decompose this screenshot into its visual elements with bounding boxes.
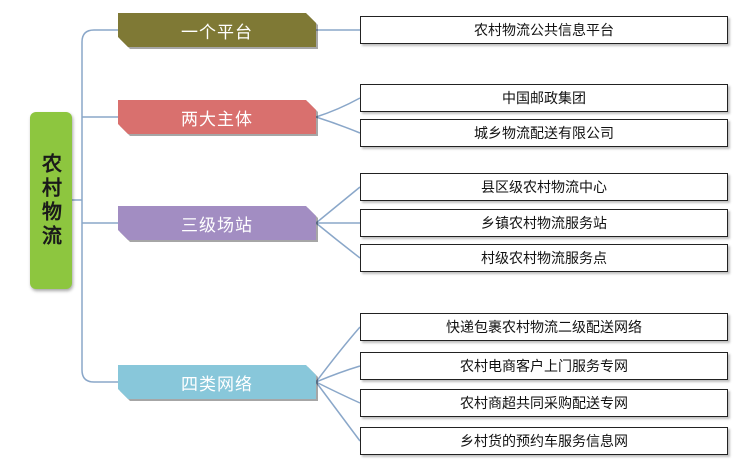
leaf-label: 快递包裹农村物流二级配送网络 [446,320,642,336]
category-node-platform: 一个平台 [118,13,316,47]
leaf-label: 县区级农村物流中心 [481,180,607,196]
category-node-networks: 四类网络 [118,365,316,399]
link-leaf-1-1 [315,116,361,134]
link-leaf-3-2 [315,381,361,404]
leaf-label: 乡村货的预约车服务信息网 [460,434,628,450]
leaf-node: 中国邮政集团 [360,84,728,112]
link-leaf-2-0 [315,186,361,224]
leaf-node: 农村电商客户上门服务专网 [360,352,728,380]
link-leaf-2-2 [315,222,361,259]
leaf-label: 农村商超共同采购配送专网 [460,396,628,412]
leaf-label: 村级农村物流服务点 [481,251,607,267]
leaf-label: 乡镇农村物流服务站 [481,216,607,232]
leaf-node: 快递包裹农村物流二级配送网络 [360,313,728,341]
link-leaf-1-0 [315,97,361,118]
leaf-node: 乡镇农村物流服务站 [360,209,728,237]
category-label: 两大主体 [181,109,253,130]
category-node-stations: 三级场站 [118,206,316,240]
leaf-node: 村级农村物流服务点 [360,244,728,272]
root-label: 农村物流 [38,152,63,249]
leaf-node: 乡村货的预约车服务信息网 [360,427,728,455]
leaf-label: 中国邮政集团 [502,91,586,107]
leaf-label: 城乡物流配送有限公司 [474,126,614,142]
leaf-label: 农村物流公共信息平台 [474,23,614,39]
leaf-label: 农村电商客户上门服务专网 [460,359,628,375]
root-bracket [81,29,95,383]
leaf-node: 城乡物流配送有限公司 [360,119,728,147]
leaf-node: 农村物流公共信息平台 [360,16,728,44]
link-leaf-3-0 [315,326,361,383]
category-label: 三级场站 [181,215,253,236]
link-leaf-3-3 [315,381,361,442]
link-leaf-3-1 [315,365,361,383]
category-label: 四类网络 [181,374,253,395]
category-node-entities: 两大主体 [118,100,316,134]
category-label: 一个平台 [181,22,253,43]
leaf-node: 县区级农村物流中心 [360,173,728,201]
root-node: 农村物流 [30,112,72,289]
leaf-node: 农村商超共同采购配送专网 [360,389,728,417]
